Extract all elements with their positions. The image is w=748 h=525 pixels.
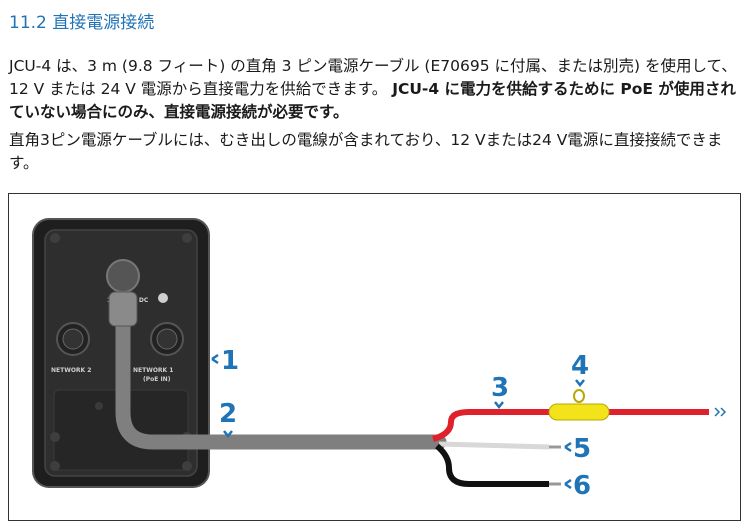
callout-arrow-icon [564, 441, 572, 453]
bare-wire [438, 441, 550, 450]
paragraph-normal-text: JCU-4 は、3 m (9.8 フィート) の直角 3 ピン電源ケーブル (E… [9, 57, 737, 98]
callout-arrow-icon [223, 430, 233, 439]
callout-4: 4 [571, 351, 589, 381]
screw-icon [50, 432, 60, 442]
screw-icon [50, 461, 60, 471]
fuse-holder [548, 403, 610, 421]
power-connector-icon [106, 259, 140, 293]
section-heading: 11.2 直接電源接続 [9, 13, 155, 33]
screw-icon [50, 233, 60, 243]
callout-5: 5 [573, 434, 591, 464]
power-indicator-icon [158, 293, 168, 303]
wire-break-icon [714, 407, 727, 417]
callout-arrow-icon [494, 401, 504, 410]
fuse-holder-loop [573, 389, 585, 403]
callout-arrow-icon [575, 379, 585, 388]
callout-1: 1 [221, 346, 239, 376]
callout-3: 3 [491, 373, 509, 403]
callout-arrow-icon [211, 353, 219, 365]
black-wire [435, 443, 549, 487]
power-cable [115, 301, 447, 450]
paragraph-power-description: JCU-4 は、3 m (9.8 フィート) の直角 3 ピン電源ケーブル (E… [9, 55, 741, 124]
paragraph-cable-description: 直角3ピン電源ケーブルには、むき出しの電線が含まれており、12 Vまたは24 V… [9, 131, 723, 172]
network2-label: NETWORK 2 [51, 367, 91, 374]
network1-label: NETWORK 1 [133, 367, 173, 374]
callout-6: 6 [573, 471, 591, 501]
cable-plug [108, 291, 138, 327]
paragraph-bold-note: JCU-4 に電力を供給するために PoE が使用されていない場合にのみ、直接電… [9, 80, 736, 121]
power-connection-figure: 12 / 24 V DC NETWORK 2 NETWORK 1 (PoE IN… [8, 193, 741, 521]
screw-icon [95, 402, 103, 410]
screw-icon [182, 461, 192, 471]
screw-icon [182, 233, 192, 243]
red-wire [432, 409, 709, 442]
connection-diagram: 12 / 24 V DC NETWORK 2 NETWORK 1 (PoE IN… [32, 218, 727, 501]
callout-arrow-icon [564, 478, 572, 490]
poe-label: (PoE IN) [143, 376, 171, 383]
callout-2: 2 [219, 399, 237, 429]
